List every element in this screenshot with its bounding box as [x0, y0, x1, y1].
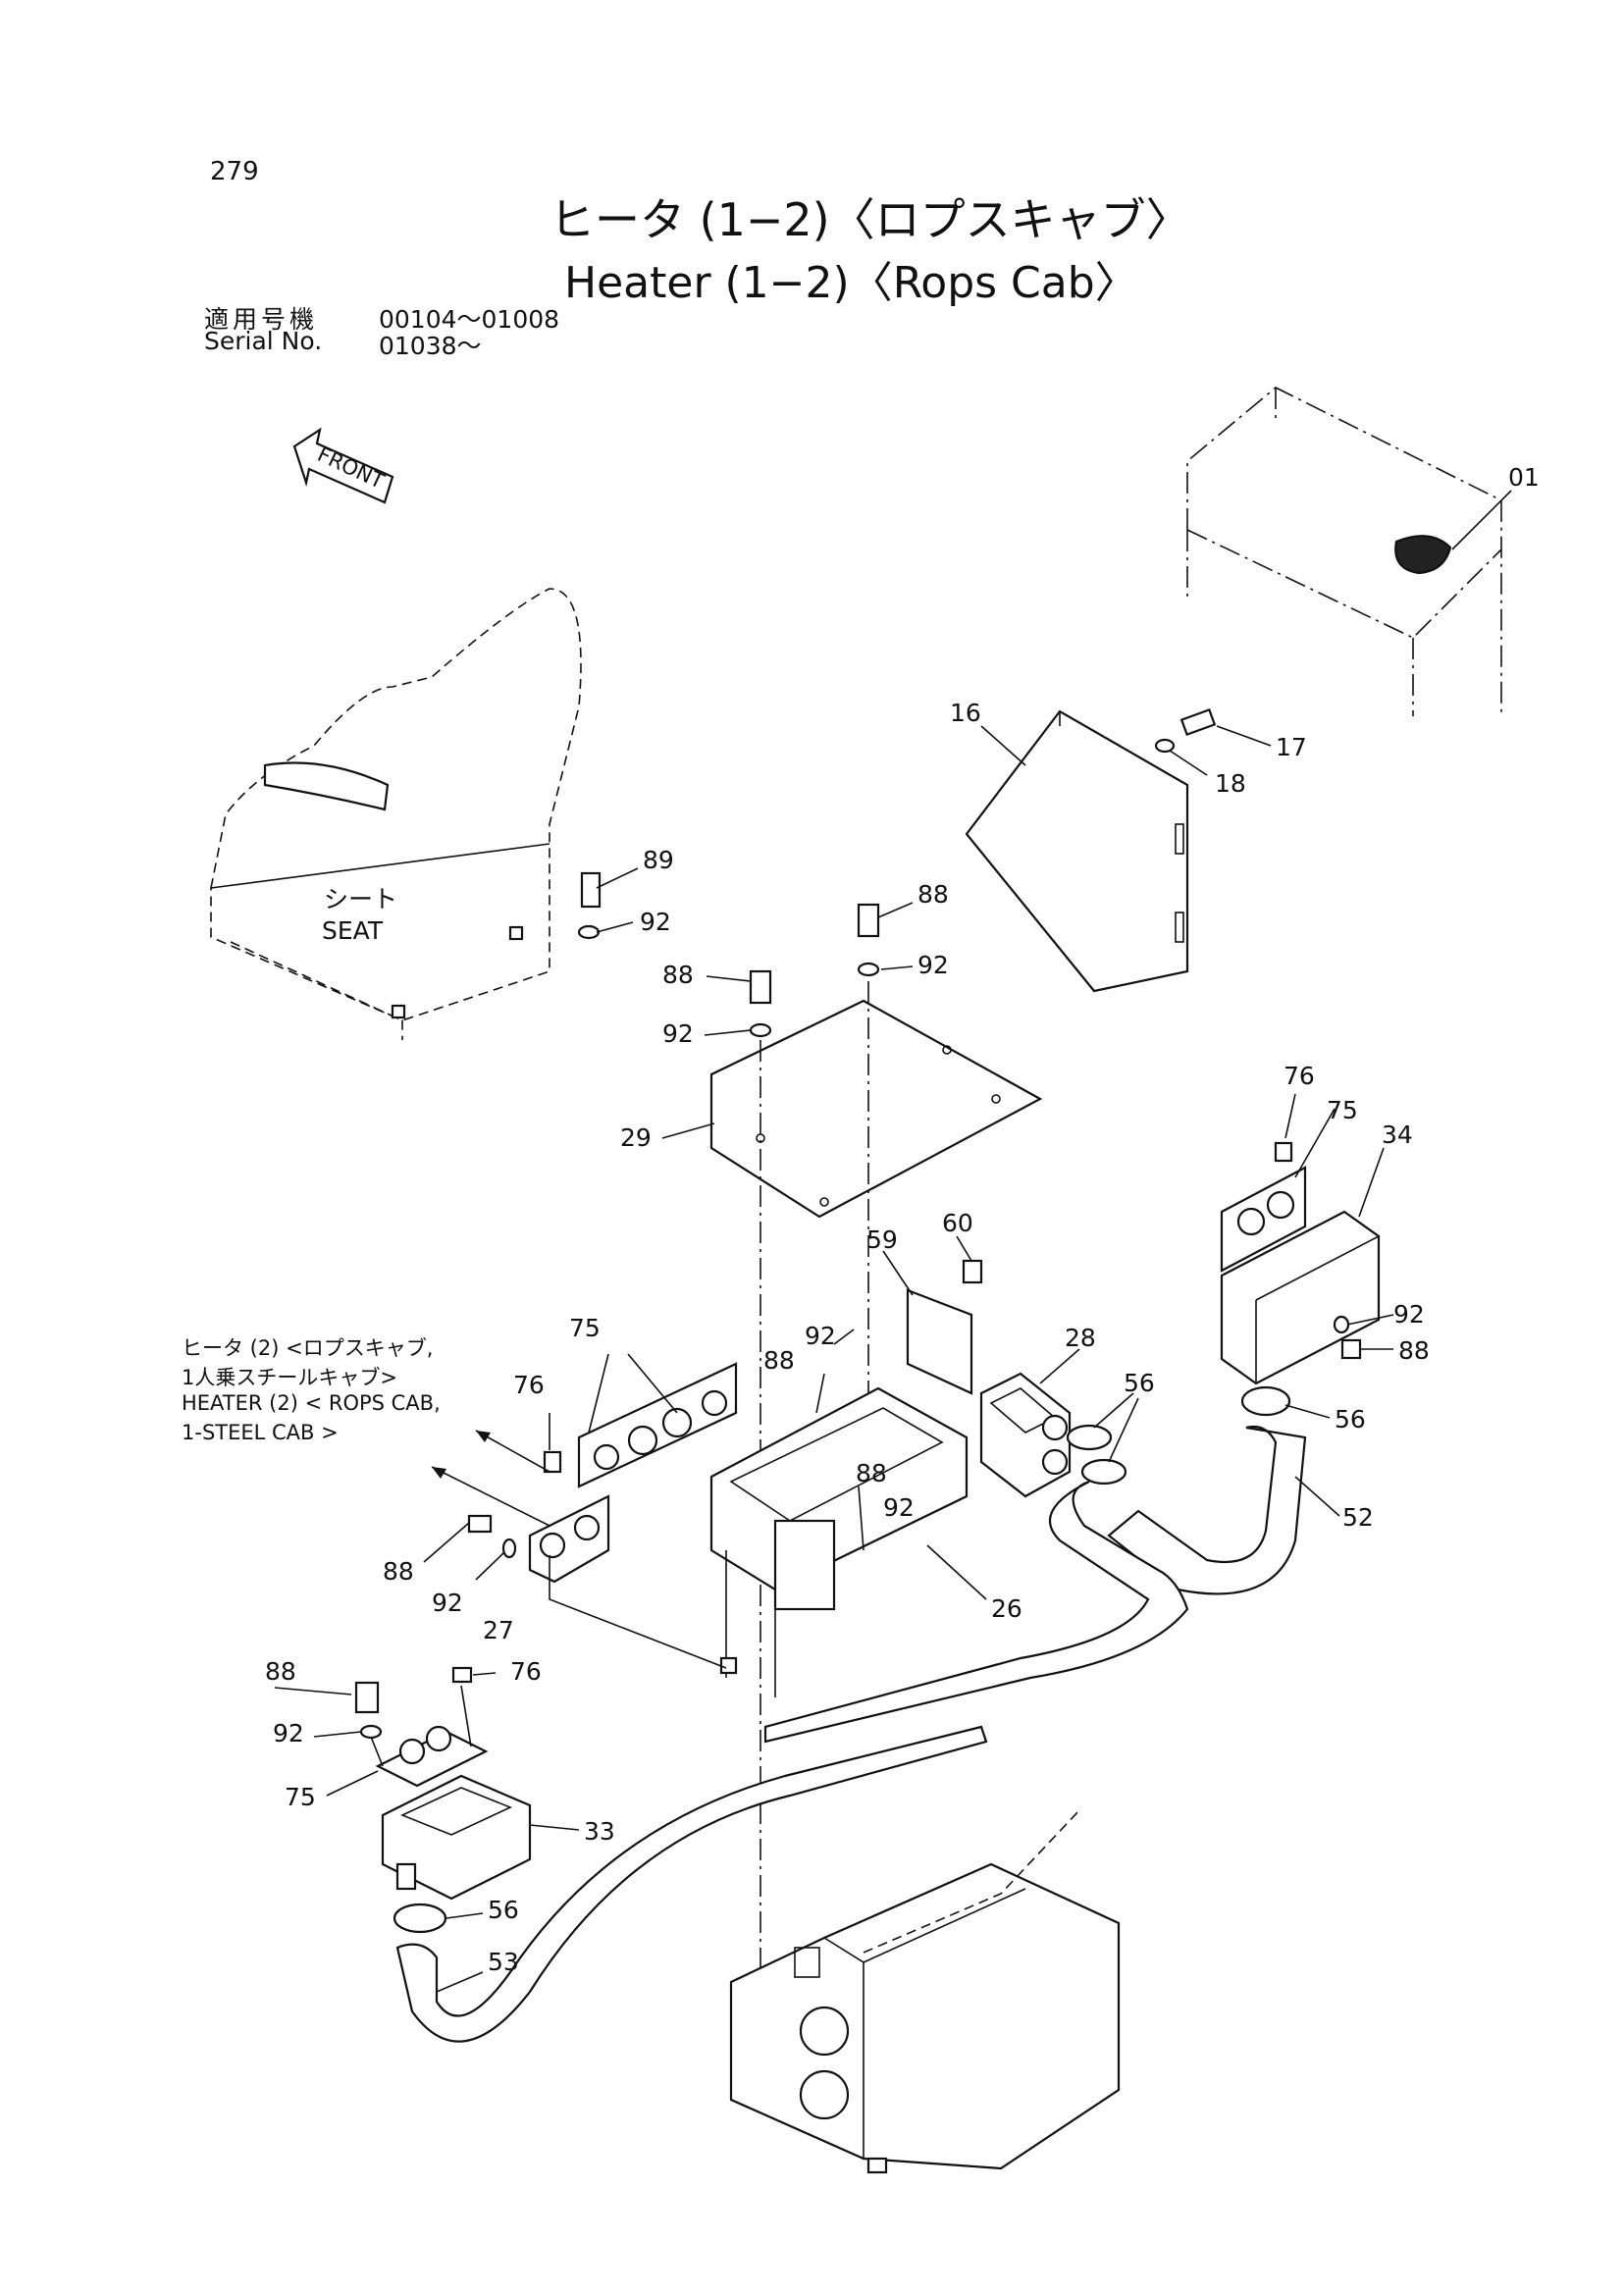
callout-76-bottom: 76: [510, 1657, 542, 1686]
ref-note-en-2: 1-STEEL CAB >: [182, 1421, 339, 1444]
callout-88-center: 88: [856, 1459, 887, 1487]
callout-26: 26: [991, 1594, 1022, 1623]
heater-unit: [729, 1809, 1121, 2174]
callout-88-right: 88: [1398, 1336, 1430, 1365]
callout-92-seat: 92: [640, 908, 671, 936]
serial-label-jp: 適用号機: [204, 305, 319, 334]
cover-plate-part-16: [965, 709, 1189, 993]
ref-note-jp-2: 1人乗スチールキャブ>: [182, 1366, 397, 1389]
control-panel-part-75-bottom: [370, 1685, 489, 1788]
ref-note-jp-1: ヒータ (2) <ロプスキャブ,: [182, 1336, 434, 1360]
ref-note-en-1: HEATER (2) < ROPS CAB,: [182, 1391, 441, 1415]
page-number: 279: [210, 157, 259, 186]
hose-part-53: [395, 1725, 988, 2043]
callout-56-bottom: 56: [488, 1896, 519, 1924]
callout-76-mid: 76: [513, 1371, 545, 1399]
callout-92-bottom: 92: [273, 1719, 304, 1747]
callout-27: 27: [483, 1616, 514, 1644]
duct-part-34: [1220, 1210, 1381, 1385]
cab-roof-outline: [1186, 387, 1502, 716]
heater-frame-part-26: [709, 1386, 969, 1697]
callout-56-a: 56: [1124, 1369, 1155, 1397]
cover-plate-part-29: [709, 999, 1043, 1219]
callout-53: 53: [488, 1948, 519, 1976]
callout-92-left: 92: [662, 1019, 694, 1048]
callout-75-bottom: 75: [285, 1783, 316, 1811]
bolt-part-76-right: [1274, 1141, 1293, 1163]
callout-33: 33: [584, 1817, 615, 1846]
hose-part-52: [1107, 1425, 1307, 1595]
callout-56-b: 56: [1335, 1405, 1366, 1434]
callout-34: 34: [1382, 1121, 1413, 1149]
bolt-part-17: [1154, 707, 1217, 754]
bolt-part-88-top: [857, 903, 880, 977]
bolt-part-89-seat: [577, 871, 602, 940]
callout-88-left: 88: [662, 961, 694, 989]
hose-part-52-lower: [763, 1480, 1189, 1744]
callout-88-bottom: 88: [265, 1657, 296, 1686]
seat-outline: [210, 588, 582, 1040]
hose-clamp-part-56-right: [1240, 1385, 1291, 1417]
callout-28: 28: [1065, 1324, 1096, 1352]
callout-92-top: 92: [917, 951, 949, 979]
hose-clamp-part-56-bottom: [393, 1903, 447, 1934]
callout-88-top: 88: [917, 880, 949, 909]
hose-clamp-part-56-a: [1066, 1424, 1113, 1451]
seat-label-jp: シート: [324, 885, 397, 913]
hose-clamp-part-56-b: [1080, 1458, 1127, 1486]
callout-16: 16: [950, 699, 981, 727]
bolt-part-88-bottom: [354, 1681, 380, 1714]
callout-18: 18: [1215, 769, 1246, 798]
title-japanese: ヒータ (1−2)〈ロプスキャブ〉: [550, 193, 1191, 246]
serial-range-1: 00104～01008: [379, 305, 560, 334]
callout-89: 89: [643, 846, 674, 874]
bolt-part-76-mid: [543, 1450, 562, 1474]
callout-59: 59: [866, 1225, 898, 1254]
seat-label-en: SEAT: [322, 916, 384, 945]
callout-88-l: 88: [383, 1557, 414, 1586]
callout-17: 17: [1276, 733, 1307, 761]
callout-92-center: 92: [883, 1493, 915, 1522]
control-panel-part-75: [577, 1362, 738, 1488]
callout-75-mid: 75: [569, 1314, 601, 1342]
callout-01: 01: [1508, 463, 1540, 492]
duct-part-28: [979, 1372, 1072, 1498]
callout-92-right: 92: [1393, 1300, 1425, 1329]
callout-92-l: 92: [432, 1589, 463, 1617]
bracket-part-27: [528, 1494, 610, 1584]
serial-label-en: Serial No.: [204, 327, 323, 355]
callout-76-right: 76: [1283, 1062, 1315, 1090]
front-arrow-icon: FRONT: [292, 427, 394, 504]
serial-range-2: 01038～: [379, 332, 482, 360]
callout-60: 60: [942, 1209, 973, 1237]
duct-part-33: [381, 1774, 532, 1901]
bracket-part-59: [906, 1259, 983, 1395]
callout-92-mid: 92: [805, 1322, 836, 1350]
bolt-part-88-left: [749, 969, 772, 1038]
bolt-part-88-right: [1340, 1338, 1362, 1360]
callout-88-mid: 88: [763, 1346, 795, 1375]
callout-29: 29: [620, 1123, 652, 1152]
callout-52: 52: [1342, 1503, 1374, 1532]
cab-lamp-part-01: [1394, 535, 1452, 575]
callout-75-right: 75: [1327, 1096, 1358, 1124]
bolt-part-88-l: [467, 1514, 493, 1534]
title-english: Heater (1−2)〈Rops Cab〉: [564, 258, 1138, 308]
control-panel-part-75-right: [1220, 1166, 1307, 1273]
bolt-part-76-bottom: [451, 1666, 473, 1684]
